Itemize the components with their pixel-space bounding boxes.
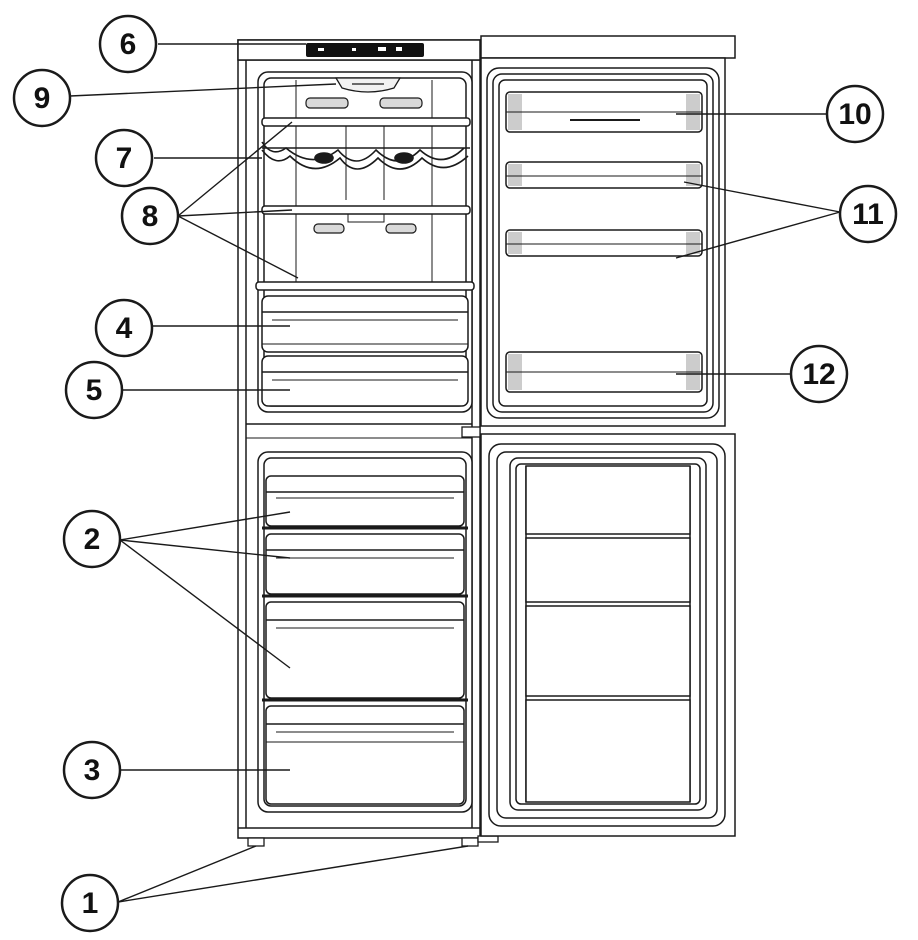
door-balcony-middle-1	[505, 161, 703, 189]
callout-label: 7	[116, 142, 133, 175]
control-panel	[237, 39, 481, 61]
callout-12: 12	[789, 344, 849, 404]
callout-10: 10	[825, 84, 885, 144]
door-balcony-top	[505, 91, 703, 133]
leader-lines	[69, 43, 841, 903]
glass-shelf-bottom	[255, 281, 475, 291]
door-bottle-balcony	[505, 351, 703, 393]
callout-9: 9	[12, 68, 72, 128]
callout-4: 4	[94, 298, 154, 358]
callout-label: 5	[86, 374, 103, 407]
callout-label: 4	[116, 312, 133, 345]
callout-3: 3	[62, 740, 122, 800]
crisper-drawer	[261, 295, 469, 353]
fresh-drawer	[261, 355, 469, 407]
callout-2: 2	[62, 509, 122, 569]
display	[306, 43, 424, 57]
glass-shelf-top	[261, 117, 471, 127]
callout-11: 11	[838, 184, 898, 244]
callout-8: 8	[120, 186, 180, 246]
back-vents	[305, 97, 423, 234]
callout-5: 5	[64, 360, 124, 420]
callout-label: 1	[82, 887, 99, 920]
callout-label: 8	[142, 200, 159, 233]
adjustable-feet	[247, 837, 479, 847]
callout-label: 2	[84, 523, 101, 556]
glass-shelf-middle	[261, 205, 471, 223]
callout-label: 12	[802, 358, 835, 391]
freezer-drawer-bottom	[265, 705, 465, 805]
wine-rack	[261, 126, 470, 200]
callout-1: 1	[60, 873, 120, 933]
callout-label: 3	[84, 754, 101, 787]
freezer-door-panels	[525, 465, 691, 803]
light-unit	[334, 77, 402, 93]
door-balcony-middle-2	[505, 229, 703, 257]
freezer-drawer-1	[262, 475, 468, 530]
callout-label: 9	[34, 82, 51, 115]
freezer-drawer-2	[262, 533, 468, 598]
door-top-panel	[480, 35, 736, 59]
callout-7: 7	[94, 128, 154, 188]
freezer-drawer-3	[262, 601, 468, 702]
callout-6: 6	[98, 14, 158, 74]
callout-label: 10	[838, 98, 871, 131]
callout-label: 6	[120, 28, 137, 61]
callout-label: 11	[852, 198, 884, 231]
